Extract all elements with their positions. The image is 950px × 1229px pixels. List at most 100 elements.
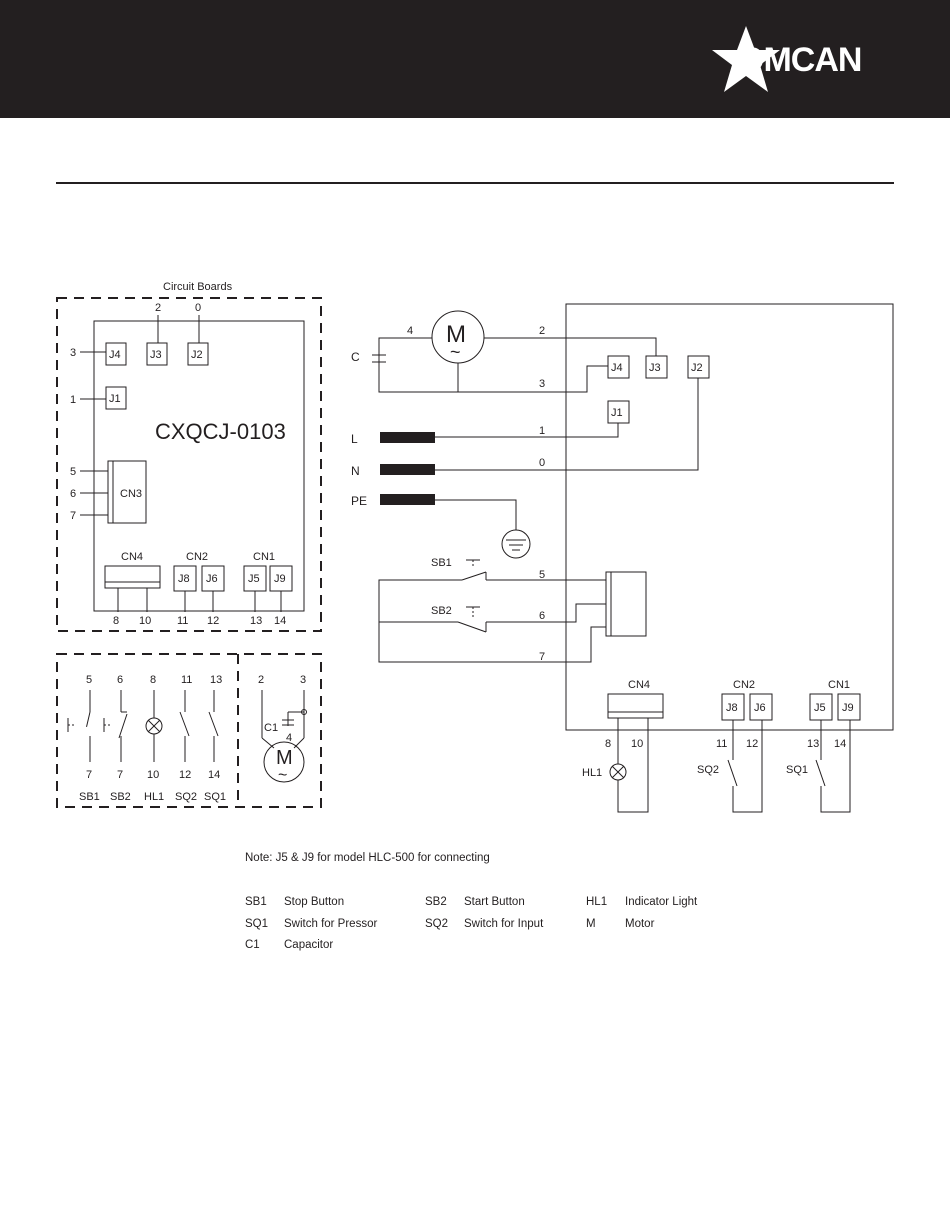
wiring-j3 xyxy=(645,355,668,379)
comp-pin-7b: 7 xyxy=(117,769,123,781)
wiring-cn3-block xyxy=(605,571,647,637)
legend-code: SQ1 xyxy=(245,918,269,930)
connector-j4 xyxy=(105,342,127,366)
wiring-cn2-label: CN2 xyxy=(733,679,755,691)
wiring-sb2-switch xyxy=(457,606,487,633)
legend-code: SB1 xyxy=(245,896,267,908)
pin-label-10: 10 xyxy=(139,615,151,627)
ground-icon xyxy=(501,529,531,559)
pin-label-3: 3 xyxy=(70,347,76,359)
capacitor-c1-label: C1 xyxy=(264,722,278,734)
comp-label-hl1: HL1 xyxy=(144,791,164,803)
brand-logo-text: OMCAN xyxy=(738,41,862,79)
pin-label-13: 13 xyxy=(250,615,262,627)
comp-label-sb1: SB1 xyxy=(79,791,100,803)
wire-label-5: 5 xyxy=(539,569,545,581)
wiring-pin-10: 10 xyxy=(631,738,643,750)
sb1-switch-symbol xyxy=(67,690,91,762)
pin-label-6: 6 xyxy=(70,488,76,500)
motor-detail-tilde: ~ xyxy=(278,767,287,784)
terminal-l xyxy=(380,432,435,443)
comp-pin-14: 14 xyxy=(208,769,220,781)
circuit-board-frame xyxy=(56,297,322,632)
wiring-sq1-label: SQ1 xyxy=(786,764,808,776)
section-divider xyxy=(56,182,894,184)
comp-label-sq1: SQ1 xyxy=(204,791,226,803)
page-header: OMCAN xyxy=(0,0,950,118)
wire-label-0: 0 xyxy=(539,457,545,469)
components-frame xyxy=(56,653,322,808)
comp-pin-11: 11 xyxy=(181,674,192,686)
line-n-label: N xyxy=(351,464,360,478)
comp-pin-10: 10 xyxy=(147,769,159,781)
motor-symbol: M ~ xyxy=(431,310,485,364)
connector-j4-label: J4 xyxy=(109,349,121,361)
wiring-pin-11: 11 xyxy=(716,738,727,750)
wiring-j6-label: J6 xyxy=(754,702,766,714)
hl1-lamp-symbol xyxy=(145,690,163,762)
comp-pin-5: 5 xyxy=(86,674,92,686)
legend-desc: Motor xyxy=(625,918,655,930)
line-pe-label: PE xyxy=(351,494,367,508)
motor-pin-3: 3 xyxy=(300,674,306,686)
model-note: Note: J5 & J9 for model HLC-500 for conn… xyxy=(245,852,490,864)
legend-code: HL1 xyxy=(586,896,608,908)
wire-label-4: 4 xyxy=(407,325,413,337)
sb2-switch-symbol xyxy=(103,690,128,762)
connector-cn2-label: CN2 xyxy=(186,551,208,563)
wire-label-2: 2 xyxy=(539,325,545,337)
wiring-pin-13: 13 xyxy=(807,738,819,750)
legend-desc: Switch for Pressor xyxy=(284,918,378,930)
capacitor-pin-4: 4 xyxy=(286,732,292,744)
legend-code: SB2 xyxy=(425,896,447,908)
connector-j2-label: J2 xyxy=(191,349,203,361)
wiring-sb1-switch xyxy=(461,559,487,581)
connector-j6-label: J6 xyxy=(206,573,218,585)
legend-desc: Start Button xyxy=(464,896,525,908)
wiring-cn4 xyxy=(607,693,664,719)
wiring-pin-12: 12 xyxy=(746,738,758,750)
wiring-pin-14: 14 xyxy=(834,738,846,750)
sq1-switch-symbol xyxy=(208,690,219,762)
motor-tilde: ~ xyxy=(450,342,461,362)
wiring-j9 xyxy=(837,693,861,721)
pin-label-8: 8 xyxy=(113,615,119,627)
wiring-j4 xyxy=(607,355,630,379)
connector-j2 xyxy=(187,342,209,366)
wiring-j1-label: J1 xyxy=(611,407,623,419)
pin-label-2: 2 xyxy=(155,302,161,314)
legend-code: C1 xyxy=(245,939,260,951)
pin-label-1: 1 xyxy=(70,394,76,406)
comp-pin-12: 12 xyxy=(179,769,191,781)
comp-label-sq2: SQ2 xyxy=(175,791,197,803)
wiring-cn4-label: CN4 xyxy=(628,679,650,691)
wiring-pin-8: 8 xyxy=(605,738,611,750)
pin-label-12: 12 xyxy=(207,615,219,627)
connector-j3-label: J3 xyxy=(150,349,162,361)
motor-detail-symbol: 2 3 C1 4 M ~ xyxy=(258,674,307,784)
wiring-j2-label: J2 xyxy=(691,362,703,374)
legend-desc: Stop Button xyxy=(284,896,345,908)
pin-label-14: 14 xyxy=(274,615,286,627)
line-l-label: L xyxy=(351,432,358,446)
connector-j8-label: J8 xyxy=(178,573,190,585)
comp-pin-7a: 7 xyxy=(86,769,92,781)
pin-label-7: 7 xyxy=(70,510,76,522)
wire-label-1: 1 xyxy=(539,425,545,437)
terminal-pe xyxy=(380,494,435,505)
connector-j1 xyxy=(105,386,127,410)
legend-code: SQ2 xyxy=(425,918,449,930)
legend-code: M xyxy=(586,918,596,930)
comp-label-sb2: SB2 xyxy=(110,791,131,803)
comp-pin-8: 8 xyxy=(150,674,156,686)
wiring-hl1-label: HL1 xyxy=(582,767,602,779)
comp-pin-13: 13 xyxy=(210,674,222,686)
pin-label-5: 5 xyxy=(70,466,76,478)
connector-cn4 xyxy=(104,565,161,589)
connector-cn1-label: CN1 xyxy=(253,551,275,563)
legend-desc: Capacitor xyxy=(284,939,334,951)
wire-label-7: 7 xyxy=(539,651,545,663)
connector-cn3-label: CN3 xyxy=(120,488,142,500)
wiring-j5-label: J5 xyxy=(814,702,826,714)
